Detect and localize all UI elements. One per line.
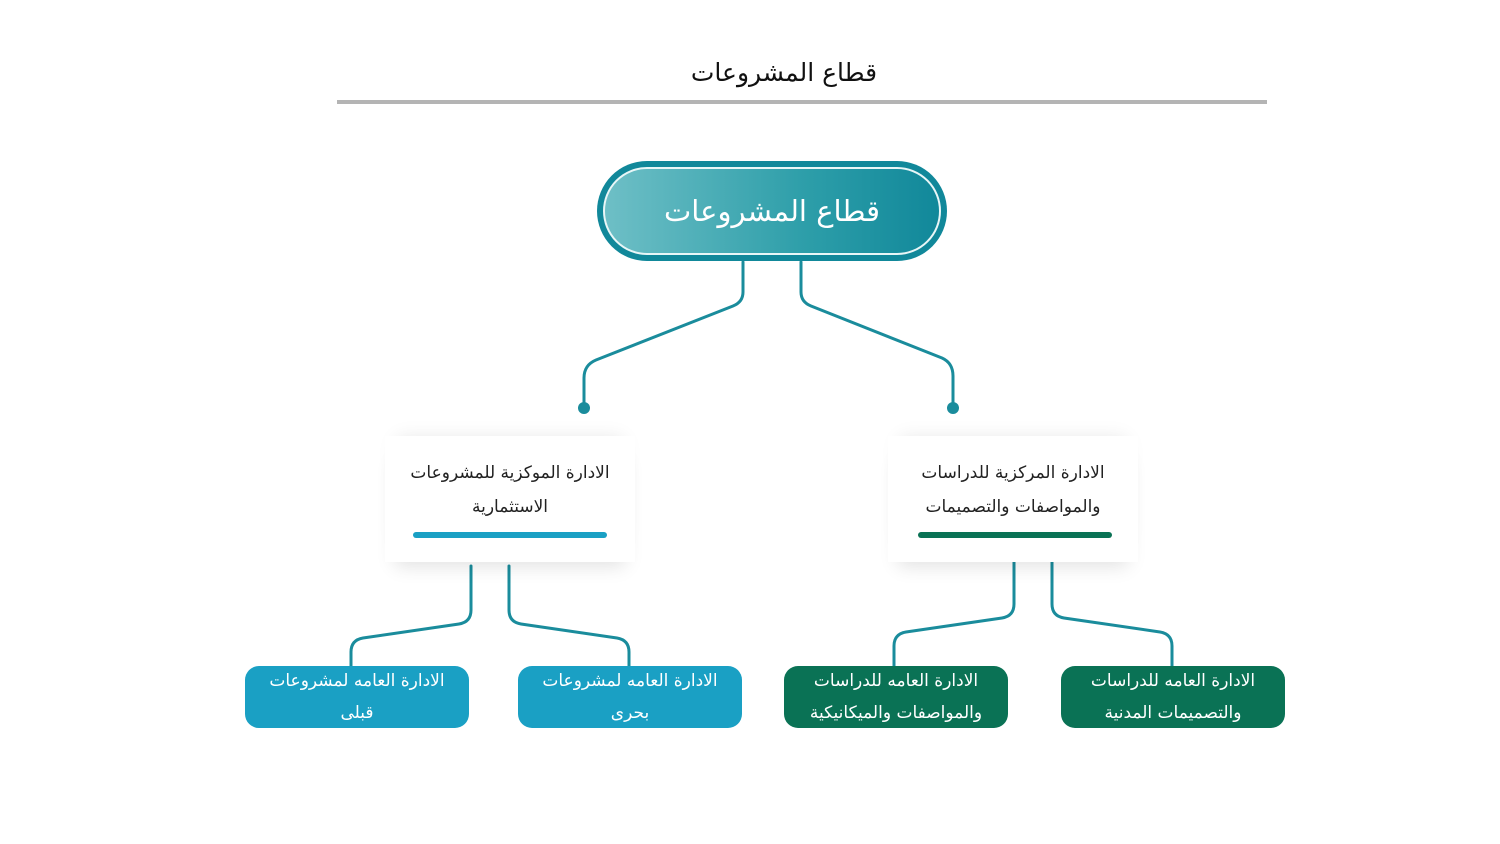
root-node-label: قطاع المشروعات — [603, 167, 941, 255]
branch-card-studies-line2: والمواصفات والتصميمات — [925, 497, 1101, 517]
leaf-node-civil-label: الادارة العامه للدراسات والتصميمات المدن… — [1090, 671, 1256, 723]
leaf-node-bahary-label: الادارة العامه لمشروعات بحرى — [542, 671, 718, 723]
connector-dot-investment — [578, 402, 590, 414]
connector-investment-to-bahary — [507, 564, 631, 669]
connector-investment-to-qebly — [349, 564, 473, 669]
connector-root-to-studies — [799, 260, 955, 406]
branch-card-studies: الادارة المركزية للدراسات والمواصفات وال… — [888, 436, 1138, 562]
branch-card-studies-line1: الادارة المركزية للدراسات — [921, 463, 1105, 483]
branch-card-investment-line1: الادارة الموكزية للمشروعات — [410, 463, 610, 483]
leaf-node-mechanical: الادارة العامه للدراسات والمواصفات والمي… — [784, 666, 1008, 728]
leaf-node-mechanical-label: الادارة العامه للدراسات والمواصفات والمي… — [809, 671, 983, 723]
branch-card-investment-label: الادارة الموكزية للمشروعات الاستثمارية — [385, 456, 635, 524]
page-title: قطاع المشروعات — [690, 58, 878, 87]
branch-card-investment: الادارة الموكزية للمشروعات الاستثمارية — [385, 436, 635, 562]
connector-studies-to-civil — [1050, 558, 1174, 669]
leaf-node-qebly-label: الادارة العامه لمشروعات قبلى — [269, 671, 445, 723]
branch-card-studies-label: الادارة المركزية للدراسات والمواصفات وال… — [888, 456, 1138, 524]
title-divider — [337, 100, 1267, 104]
leaf-node-civil: الادارة العامه للدراسات والتصميمات المدن… — [1061, 666, 1285, 728]
branch-card-investment-line2: الاستثمارية — [472, 497, 548, 517]
leaf-node-qebly: الادارة العامه لمشروعات قبلى — [245, 666, 469, 728]
branch-card-studies-accent-bar — [918, 532, 1112, 538]
connector-studies-to-mechanical — [892, 558, 1016, 669]
leaf-node-bahary: الادارة العامه لمشروعات بحرى — [518, 666, 742, 728]
branch-card-investment-accent-bar — [413, 532, 607, 538]
connector-root-to-investment — [582, 260, 745, 406]
connector-dot-studies — [947, 402, 959, 414]
root-node: قطاع المشروعات — [597, 161, 947, 261]
